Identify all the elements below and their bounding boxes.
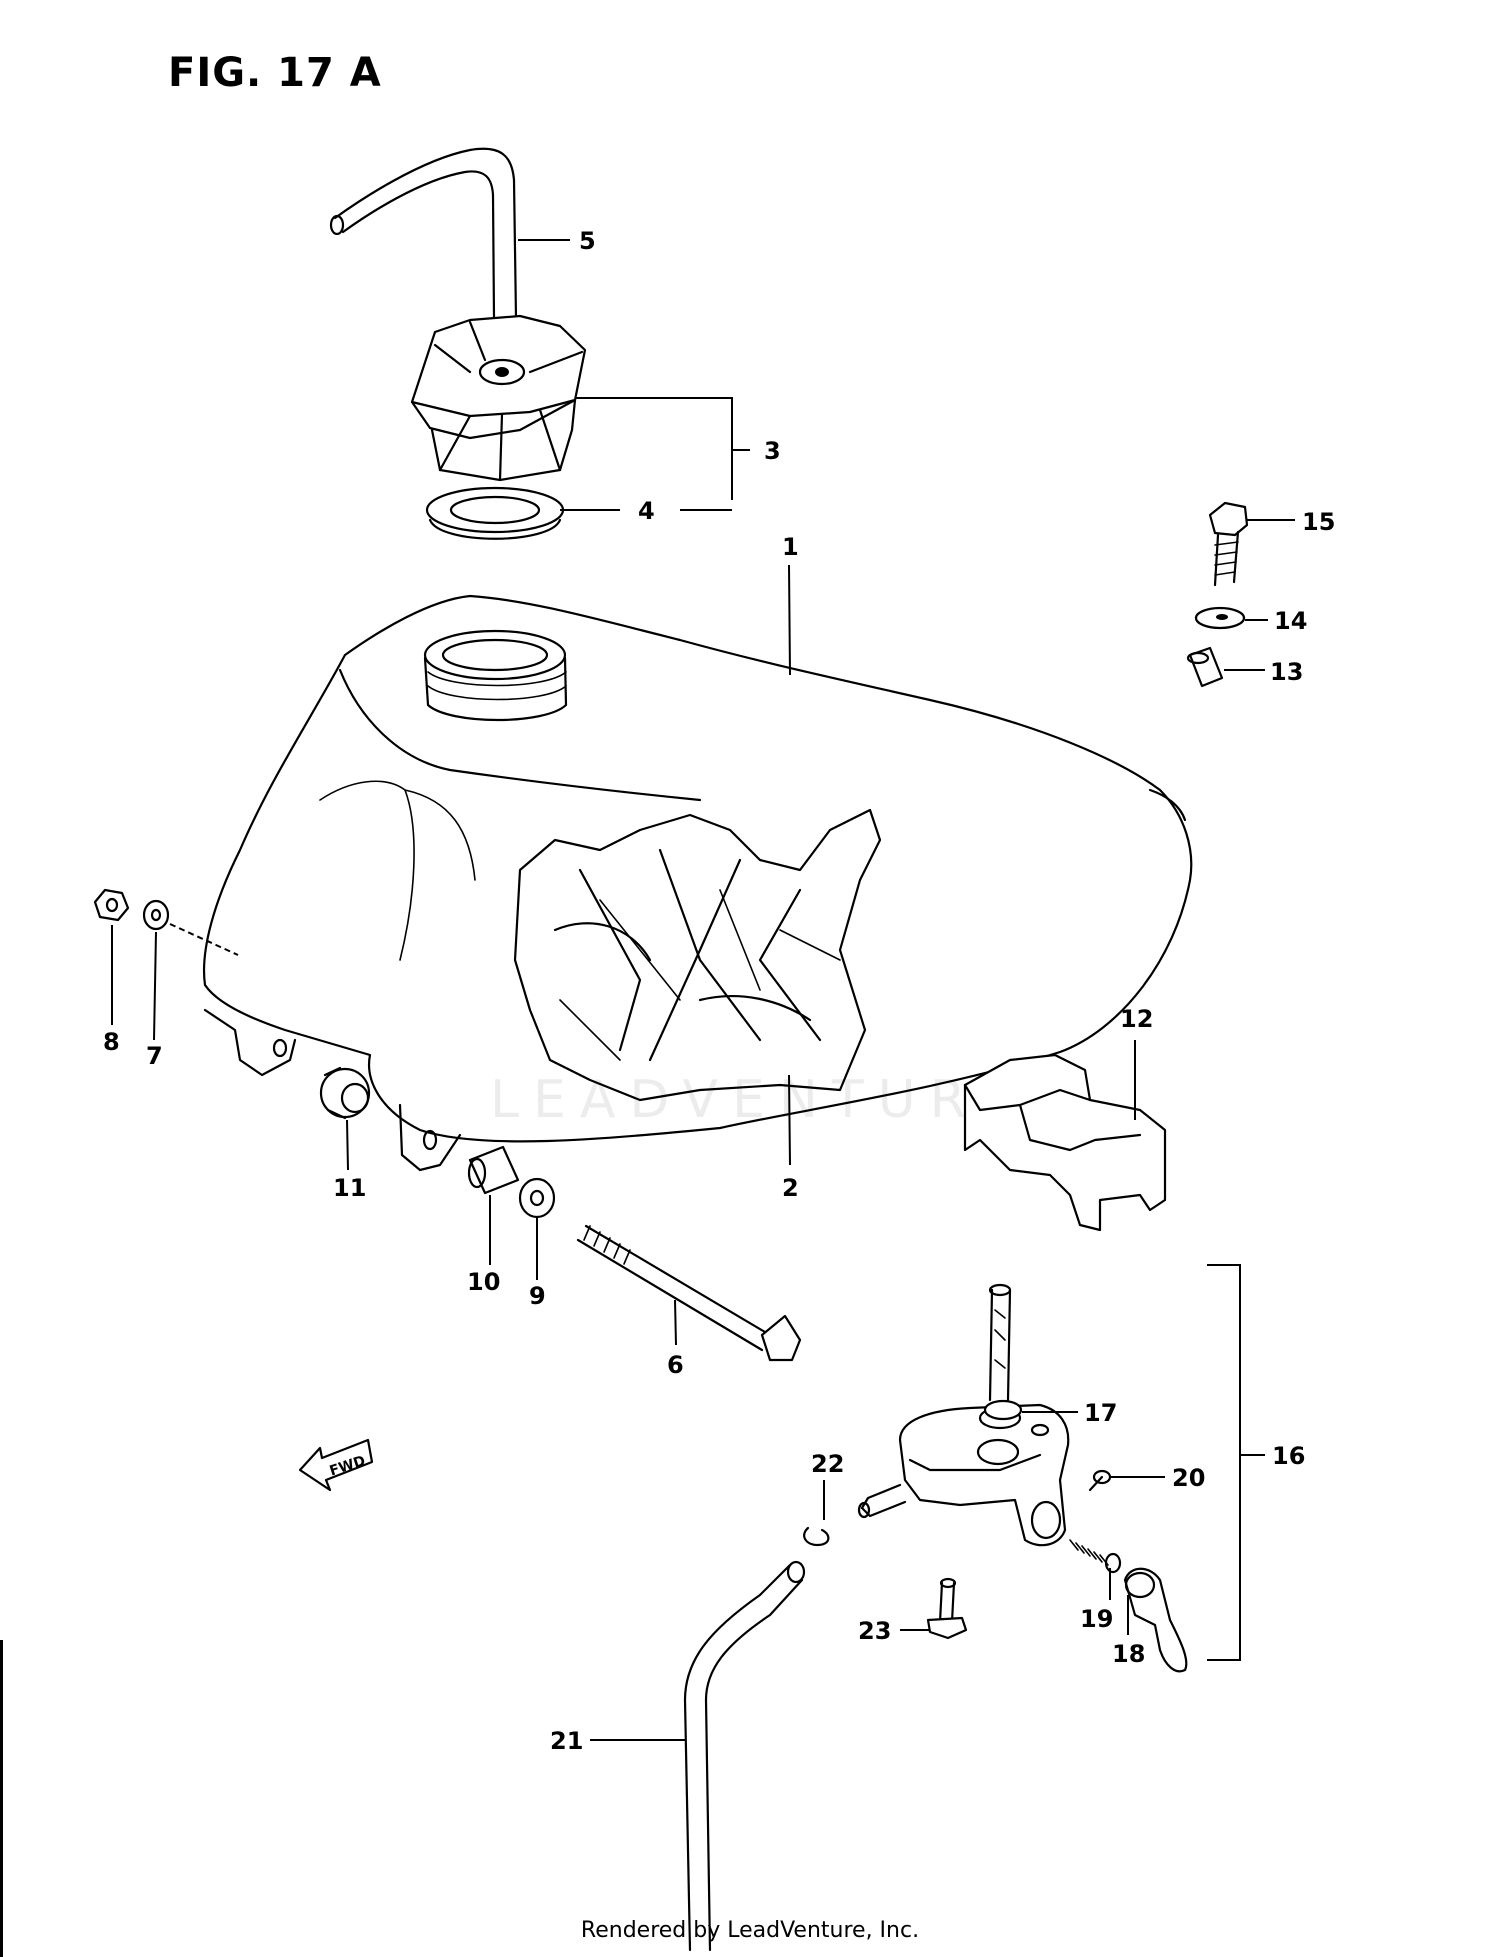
scan-edge bbox=[0, 1640, 3, 1957]
callout-20: 20 bbox=[1172, 1464, 1205, 1492]
callout-10: 10 bbox=[467, 1268, 500, 1296]
callout-19: 19 bbox=[1080, 1605, 1113, 1633]
callout-2: 2 bbox=[782, 1174, 799, 1202]
leader-lines bbox=[111, 239, 1295, 1741]
callout-17: 17 bbox=[1084, 1399, 1117, 1427]
callout-labels: 1 2 3 4 5 6 7 8 9 10 11 12 13 14 15 16 1… bbox=[103, 227, 1335, 1755]
callout-1: 1 bbox=[782, 533, 799, 561]
callout-23: 23 bbox=[858, 1617, 891, 1645]
bracket-part-12[interactable] bbox=[963, 1053, 1167, 1232]
clip-part-22[interactable] bbox=[803, 1526, 830, 1547]
washer-part-7[interactable] bbox=[142, 899, 170, 931]
collar-part-10[interactable] bbox=[467, 1145, 520, 1195]
callout-22: 22 bbox=[811, 1450, 844, 1478]
gasket-part-17[interactable] bbox=[983, 1399, 1023, 1421]
fuel-cap-part-3[interactable] bbox=[410, 314, 587, 482]
callout-3: 3 bbox=[764, 437, 781, 465]
cap-gasket-part-4[interactable] bbox=[425, 486, 565, 540]
callout-9: 9 bbox=[529, 1282, 546, 1310]
callout-4: 4 bbox=[638, 497, 655, 525]
callout-15: 15 bbox=[1302, 508, 1335, 536]
nut-part-8[interactable] bbox=[93, 888, 130, 922]
tank-emblem-part-2[interactable] bbox=[513, 808, 882, 1102]
screw-part-20[interactable] bbox=[1088, 1469, 1112, 1492]
callout-14: 14 bbox=[1274, 607, 1307, 635]
breather-hose-part-5[interactable] bbox=[329, 147, 518, 320]
forward-direction-arrow: FWD bbox=[298, 1438, 374, 1492]
screw-part-23[interactable] bbox=[926, 1577, 968, 1640]
fuel-tank-part-1[interactable] bbox=[203, 594, 1193, 1172]
grommet-part-11[interactable] bbox=[319, 1066, 371, 1120]
callout-8: 8 bbox=[103, 1028, 120, 1056]
collar-part-13[interactable] bbox=[1186, 646, 1224, 688]
callout-18: 18 bbox=[1112, 1640, 1145, 1668]
fuel-cock-part-16[interactable] bbox=[857, 1283, 1070, 1547]
callout-12: 12 bbox=[1120, 1005, 1153, 1033]
callout-5: 5 bbox=[579, 227, 596, 255]
watermark: LEADVENTURE bbox=[490, 1070, 1027, 1130]
washer-part-14[interactable] bbox=[1194, 606, 1246, 630]
washer-part-9[interactable] bbox=[518, 1177, 556, 1219]
spring-part-19[interactable] bbox=[1069, 1539, 1122, 1574]
callout-16: 16 bbox=[1272, 1442, 1305, 1470]
bolt-part-15[interactable] bbox=[1208, 501, 1249, 587]
callout-6: 6 bbox=[667, 1351, 684, 1379]
callout-11: 11 bbox=[333, 1174, 366, 1202]
callout-21: 21 bbox=[550, 1727, 583, 1755]
footer-credit: Rendered by LeadVenture, Inc. bbox=[580, 1918, 920, 1943]
figure-title: FIG. 17 A bbox=[168, 50, 382, 96]
lever-part-18[interactable] bbox=[1123, 1567, 1188, 1673]
fuel-hose-part-21[interactable] bbox=[683, 1560, 806, 1952]
callout-7: 7 bbox=[146, 1042, 163, 1070]
bolt-part-6[interactable] bbox=[576, 1224, 802, 1362]
callout-13: 13 bbox=[1270, 658, 1303, 686]
